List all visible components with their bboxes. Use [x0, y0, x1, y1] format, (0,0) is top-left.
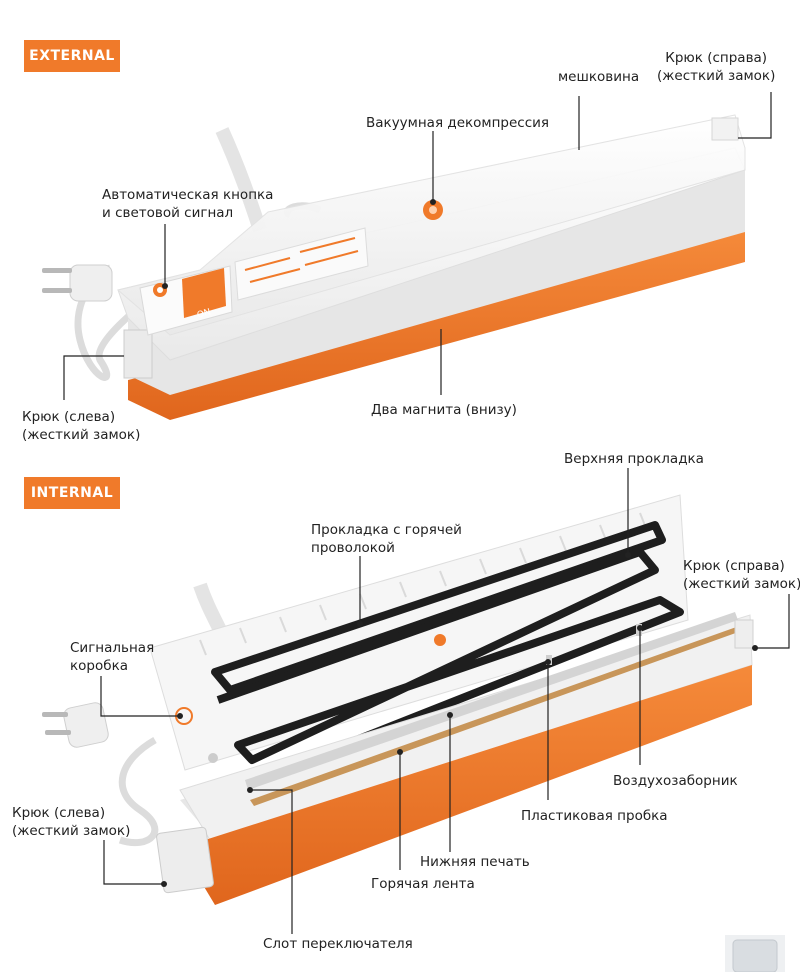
label-hook-left-internal: Крюк (слева) (жесткий замок): [12, 804, 130, 840]
label-hook-right: Крюк (справа) (жесткий замок): [657, 49, 775, 85]
label-burlap: мешковина: [558, 69, 640, 85]
label-line: Крюк (слева): [12, 805, 106, 821]
external-device-image: ON: [42, 114, 746, 420]
device-on-label: ON: [196, 307, 212, 320]
label-line: (жесткий замок): [683, 576, 800, 592]
label-air-intake: Воздухозаборник: [613, 773, 738, 789]
label-line: (жесткий замок): [12, 823, 131, 839]
label-hot-wire-gasket: Прокладка с горячей проволокой: [311, 521, 462, 557]
right-hook-image: [734, 619, 754, 649]
label-line: Автоматическая кнопка: [102, 187, 274, 203]
external-callout-lines: [63, 92, 772, 400]
label-vacuum-decompression: Вакуумная декомпрессия: [366, 115, 550, 131]
label-auto-button: Автоматическая кнопка и световой сигнал: [102, 186, 273, 222]
power-plug-icon: [42, 264, 113, 302]
label-hook-left: Крюк (слева) (жесткий замок): [22, 408, 140, 444]
left-hook-image: [123, 329, 153, 379]
hot-tape-image: [250, 625, 744, 806]
upper-gasket-image: [211, 521, 666, 694]
label-line: (жесткий замок): [22, 427, 141, 443]
label-line: Крюк (справа): [683, 558, 785, 574]
label-line: коробка: [70, 658, 128, 674]
external-badge: EXTERNAL: [24, 40, 120, 72]
internal-callout-lines: [100, 468, 790, 934]
right-hook-image: [711, 117, 739, 141]
orange-base: [128, 230, 745, 420]
label-hot-tape: Горячая лента: [371, 876, 475, 892]
label-line: Сигнальная: [70, 640, 155, 656]
label-signal-box: Сигнальная коробка: [70, 639, 154, 675]
label-lower-seal: Нижняя печать: [420, 854, 530, 870]
label-line: Крюк (слева): [22, 409, 116, 425]
orange-base: [200, 665, 752, 905]
label-upper-gasket: Верхняя прокладка: [564, 451, 704, 467]
label-line: Прокладка с горячей: [311, 522, 462, 538]
internal-device-image: [42, 494, 754, 905]
left-hook-image: [156, 826, 214, 894]
label-line: проволокой: [311, 540, 395, 556]
label-line: (жесткий замок): [657, 68, 776, 84]
internal-callout-dots: [161, 552, 758, 887]
power-plug-icon: [42, 702, 109, 748]
internal-badge: INTERNAL: [24, 477, 120, 509]
label-two-magnets: Два магнита (внизу): [371, 402, 517, 418]
label-line: Крюк (справа): [665, 50, 768, 66]
label-hook-right-internal: Крюк (справа) (жесткий замок): [683, 557, 800, 593]
label-line: и световой сигнал: [102, 205, 234, 221]
label-plastic-plug: Пластиковая пробка: [521, 808, 668, 824]
label-switch-slot: Слот переключателя: [263, 936, 413, 952]
roll-thumbnail-image: [725, 935, 785, 972]
